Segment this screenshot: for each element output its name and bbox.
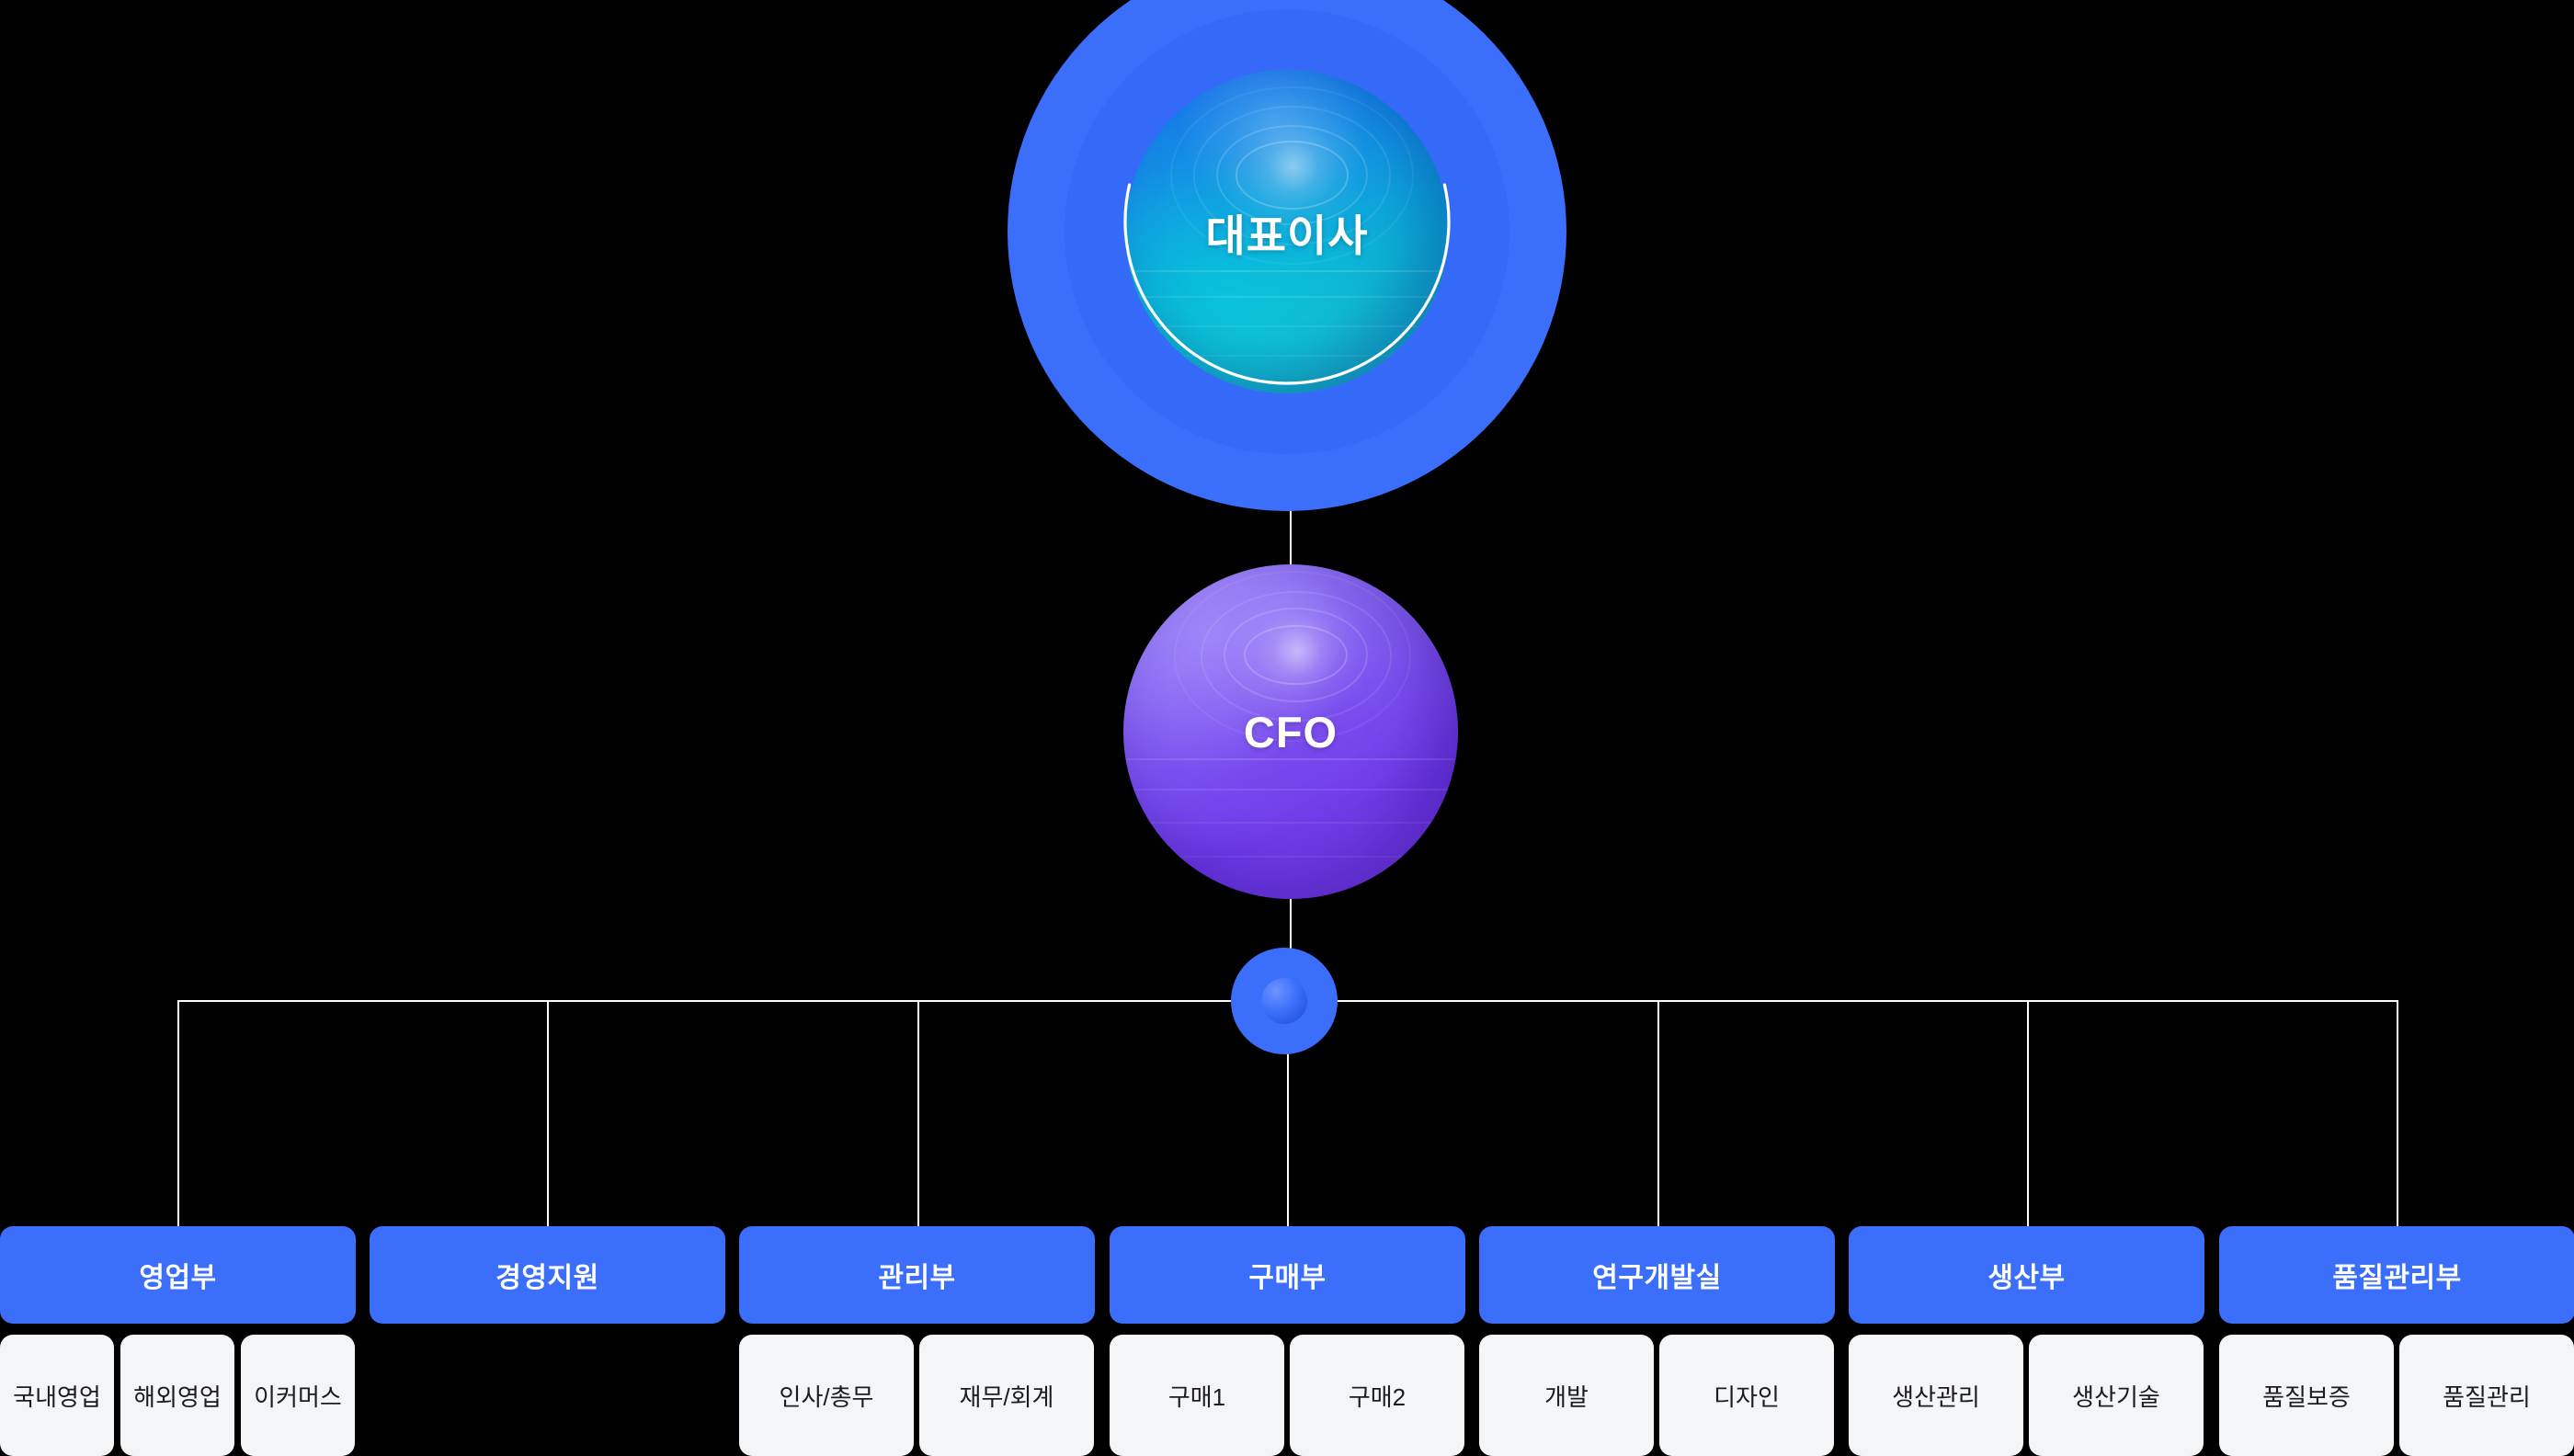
sub-box-6-1[interactable]: 생산관리 [1849,1335,2023,1456]
dept-box-1[interactable]: 영업부 [0,1226,356,1324]
sub-box-3-2[interactable]: 재무/회계 [919,1335,1094,1456]
dept-box-7[interactable]: 품질관리부 [2219,1226,2574,1324]
drop-line-dept-3 [917,1000,919,1226]
node-ceo[interactable]: 대표이사 [1008,0,1566,511]
dept-box-5[interactable]: 연구개발실 [1479,1226,1835,1324]
sub-box-1-1[interactable]: 국내영업 [0,1335,114,1456]
cfo-core-water [1123,564,1458,899]
dept-box-3[interactable]: 관리부 [739,1226,1095,1324]
junction-inner-dot [1261,978,1307,1024]
node-cfo[interactable]: CFO [1123,564,1458,899]
sub-box-4-2[interactable]: 구매2 [1290,1335,1464,1456]
sub-box-1-2[interactable]: 해외영업 [120,1335,234,1456]
dept-box-2[interactable]: 경영지원 [370,1226,725,1324]
dept-box-4[interactable]: 구매부 [1110,1226,1465,1324]
sub-box-5-1[interactable]: 개발 [1479,1335,1654,1456]
drop-line-dept-1 [177,1000,179,1226]
dept-box-6[interactable]: 생산부 [1849,1226,2204,1324]
cfo-label: CFO [1243,707,1338,756]
sub-box-5-2[interactable]: 디자인 [1659,1335,1834,1456]
edge-cfo-to-junction [1290,882,1292,1011]
drop-line-dept-7 [2397,1000,2398,1226]
drop-line-dept-4 [1287,1000,1289,1226]
ceo-label: 대표이사 [1205,210,1369,260]
sub-box-1-3[interactable]: 이커머스 [241,1335,355,1456]
sub-box-4-1[interactable]: 구매1 [1110,1335,1284,1456]
drop-line-dept-2 [547,1000,549,1226]
sub-box-7-2[interactable]: 품질관리 [2399,1335,2574,1456]
drop-line-dept-6 [2027,1000,2029,1226]
sub-box-6-2[interactable]: 생산기술 [2029,1335,2204,1456]
sub-box-3-1[interactable]: 인사/총무 [739,1335,914,1456]
drop-line-dept-5 [1657,1000,1659,1226]
sub-box-7-1[interactable]: 품질보증 [2219,1335,2394,1456]
